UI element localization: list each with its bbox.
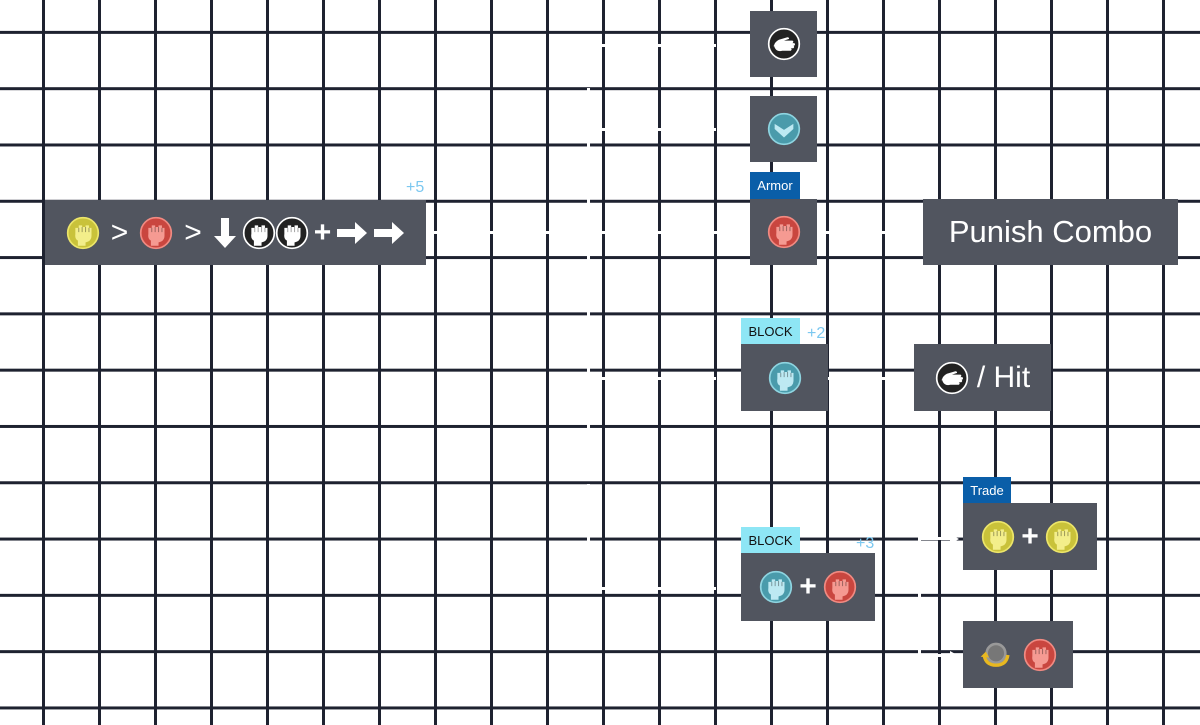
connector (588, 44, 750, 47)
right-arrow-icon (374, 221, 405, 244)
grab-hit-node[interactable]: / Hit (914, 344, 1051, 411)
connector (918, 537, 954, 540)
rotate-icon (980, 642, 1010, 667)
advantage-label: +3 (856, 535, 875, 552)
block-node[interactable] (741, 344, 828, 411)
plus-sign: + (313, 215, 332, 249)
block-tag: BLOCK (741, 318, 800, 344)
combo-start-node[interactable]: > > + (45, 200, 426, 265)
plus-sign: + (1021, 519, 1039, 553)
block-combo-node[interactable]: + (741, 553, 875, 621)
armor-tag: Armor (750, 172, 800, 199)
punish-combo-node[interactable]: Punish Combo (923, 199, 1178, 265)
yellow-fist-icon (66, 216, 99, 249)
right-arrow-icon (337, 221, 368, 244)
sequence-separator: > (184, 215, 202, 249)
connector (588, 587, 741, 590)
connector (588, 128, 750, 131)
red-fist-icon (823, 570, 856, 604)
connector (817, 231, 923, 234)
black-fist-icon (242, 216, 275, 249)
grab-node[interactable] (750, 11, 817, 77)
connector (587, 44, 590, 590)
teal-fist-icon (760, 570, 793, 604)
rotate-punch-node[interactable] (963, 621, 1073, 688)
connector (828, 377, 914, 380)
red-fist-icon (1023, 638, 1057, 671)
connector (918, 538, 921, 656)
yellow-fist-icon (982, 520, 1015, 553)
duck-node[interactable] (750, 96, 817, 162)
yellow-fist-icon (1045, 520, 1078, 553)
black-fist-icon (275, 216, 308, 249)
hand-icon (935, 361, 968, 394)
arrowhead (950, 651, 959, 661)
armor-node[interactable] (750, 199, 817, 265)
connector (918, 654, 954, 657)
trade-tag: Trade (963, 477, 1011, 503)
red-fist-icon (767, 215, 800, 249)
chevron-down-icon (767, 112, 800, 146)
teal-fist-icon (768, 361, 801, 394)
hand-icon (767, 27, 800, 61)
advantage-label: +2 (807, 325, 826, 342)
plus-sign: + (799, 570, 817, 603)
advantage-label: +5 (406, 179, 425, 196)
arrowhead (950, 534, 959, 544)
sequence-separator: > (110, 215, 129, 249)
block-tag: BLOCK (741, 527, 800, 553)
punish-combo-label: Punish Combo (948, 214, 1153, 249)
down-arrow-icon (213, 217, 236, 248)
red-fist-icon (140, 216, 173, 249)
hit-label: / Hit (976, 360, 1031, 394)
connector (588, 377, 741, 380)
trade-node[interactable]: + (963, 503, 1097, 570)
